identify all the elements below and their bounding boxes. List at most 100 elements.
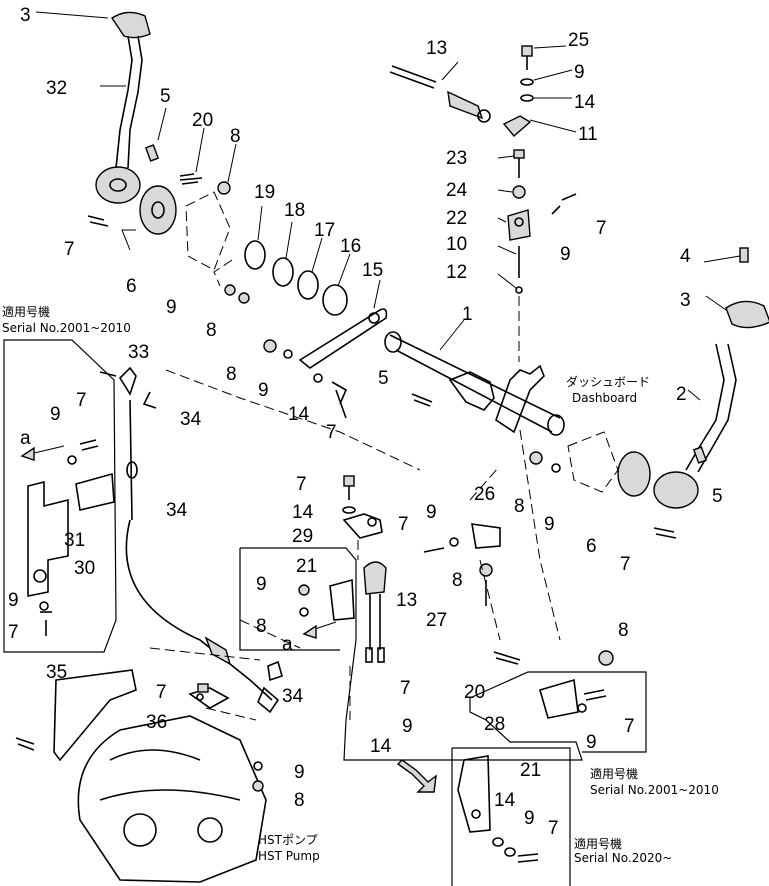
part-label: 9 xyxy=(544,514,555,535)
hst-pump xyxy=(15,660,283,883)
part-label: 8 xyxy=(206,320,217,341)
part-labels: 3 32 5 20 8 19 18 17 16 7 6 9 8 15 1 13 … xyxy=(8,5,723,839)
part-label: 8 xyxy=(452,570,463,591)
part-label: 31 xyxy=(64,530,85,551)
part-label: 13 xyxy=(396,590,417,611)
part-label: 23 xyxy=(446,148,467,169)
part-label: 9 xyxy=(294,762,305,783)
part-label: 3 xyxy=(680,290,691,311)
part-label: 9 xyxy=(166,297,177,318)
part-label: 8 xyxy=(226,364,237,385)
part-label: 4 xyxy=(680,246,691,267)
part-label: 7 xyxy=(156,682,167,703)
part-label: 8 xyxy=(230,126,241,147)
lever-upper-left xyxy=(87,11,348,316)
part-label: 9 xyxy=(560,244,571,265)
part-label: 22 xyxy=(446,208,467,229)
part-label: 7 xyxy=(64,239,75,260)
leader-lines xyxy=(35,11,741,401)
part-label: 30 xyxy=(74,558,95,579)
part-label: 5 xyxy=(712,486,723,507)
part-label: 7 xyxy=(326,422,337,443)
part-label: 2 xyxy=(676,384,687,405)
part-label: 26 xyxy=(474,484,495,505)
part-label: 14 xyxy=(292,502,314,523)
part-label: 21 xyxy=(296,556,317,577)
part-label: 9 xyxy=(256,574,267,595)
part-label: 14 xyxy=(494,790,516,811)
part-label: 7 xyxy=(596,218,607,239)
pump-note-en: HST Pump xyxy=(258,849,320,863)
part-label: 3 xyxy=(20,5,31,26)
middle-parts xyxy=(40,475,501,663)
part-label: 8 xyxy=(294,790,305,811)
part-label: 7 xyxy=(8,622,19,643)
serial-note-en: Serial No.2001~2010 xyxy=(2,321,131,335)
part-label: 20 xyxy=(192,110,213,131)
part-label: 9 xyxy=(8,590,19,611)
part-label: 19 xyxy=(254,182,275,203)
part-label: 12 xyxy=(446,262,467,283)
dashed-lines xyxy=(149,259,561,721)
part-label: 10 xyxy=(446,234,467,255)
part-label: 17 xyxy=(314,220,335,241)
left-bracket xyxy=(27,366,157,636)
serial-note-jp: 適用号機 xyxy=(574,836,622,851)
part-label: 9 xyxy=(524,808,535,829)
part-label: 9 xyxy=(574,62,585,83)
part-label: 18 xyxy=(284,200,305,221)
serial-note-en: Serial No.2001~2010 xyxy=(590,783,719,797)
part-label: 35 xyxy=(46,662,67,683)
part-label: 5 xyxy=(378,368,389,389)
part-label: 14 xyxy=(370,736,392,757)
part-label: 9 xyxy=(50,404,61,425)
part-label: 7 xyxy=(76,390,87,411)
view-marker: a xyxy=(282,634,293,655)
part-label: 34 xyxy=(282,686,304,707)
lower-box-parts xyxy=(396,755,539,863)
part-label: 8 xyxy=(514,496,525,517)
part-label: 9 xyxy=(426,502,437,523)
part-label: 15 xyxy=(362,260,383,281)
part-label: 28 xyxy=(484,714,505,735)
part-label: 34 xyxy=(166,500,188,521)
part-label: 7 xyxy=(296,474,307,495)
dashboard-note-jp: ダッシュボード xyxy=(566,374,650,389)
view-arrows xyxy=(20,445,337,639)
dashboard-note-en: Dashboard xyxy=(572,391,637,405)
part-label: 16 xyxy=(340,236,361,257)
part-label: 36 xyxy=(146,712,167,733)
frames xyxy=(3,339,647,886)
part-label: 27 xyxy=(426,610,447,631)
part-label: 7 xyxy=(400,678,411,699)
part-label: 6 xyxy=(126,276,137,297)
part-label: 7 xyxy=(620,554,631,575)
part-label: 7 xyxy=(398,514,409,535)
part-label: 5 xyxy=(160,86,171,107)
part-label: 14 xyxy=(288,404,310,425)
part-label: 6 xyxy=(586,536,597,557)
part-label: 29 xyxy=(292,526,313,547)
lever-right xyxy=(529,247,769,539)
part-label: 21 xyxy=(520,760,541,781)
view-marker: a xyxy=(20,428,31,449)
pump-note-jp: HSTポンプ xyxy=(258,833,318,847)
part-label: 33 xyxy=(128,342,149,363)
part-label: 9 xyxy=(258,380,269,401)
part-label: 11 xyxy=(578,124,598,145)
serial-note-jp: 適用号機 xyxy=(590,766,638,781)
part-label: 34 xyxy=(180,409,202,430)
part-label: 7 xyxy=(624,716,635,737)
part-label: 8 xyxy=(256,616,267,637)
serial-note-jp: 適用号機 xyxy=(2,304,50,319)
part-label: 8 xyxy=(618,620,629,641)
lower-right-parts xyxy=(493,650,614,719)
part-label: 9 xyxy=(402,716,413,737)
part-label: 25 xyxy=(568,30,589,51)
part-label: 32 xyxy=(46,78,67,99)
part-label: 24 xyxy=(446,180,468,201)
part-label: 1 xyxy=(462,304,473,325)
cable xyxy=(125,399,280,714)
